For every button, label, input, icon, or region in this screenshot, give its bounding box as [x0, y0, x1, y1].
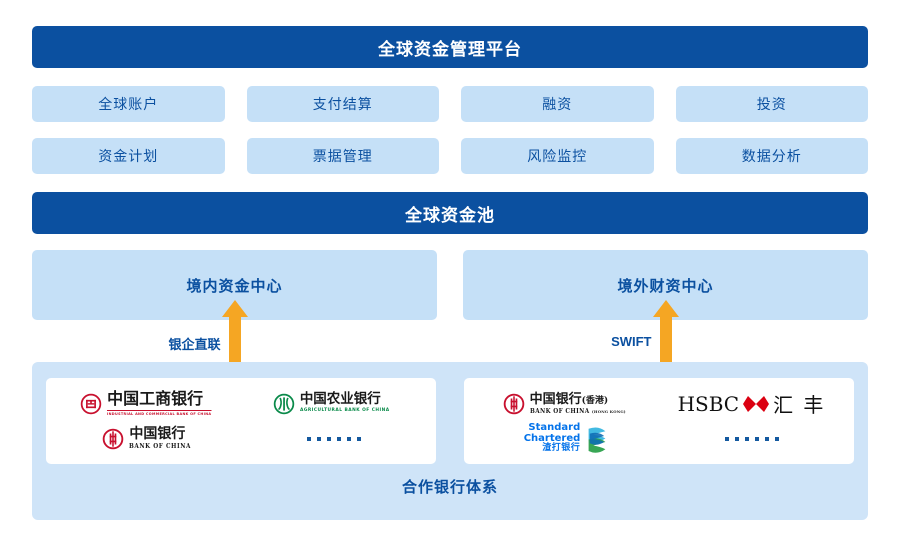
- bank-name-en: BANK OF CHINA: [529, 407, 590, 415]
- double-arrow-icon: [221, 300, 248, 382]
- module-funds-plan[interactable]: 资金计划: [32, 138, 225, 174]
- bank-name-cn: 中国银行: [529, 391, 582, 407]
- pool-title: 全球资金池: [405, 205, 495, 225]
- connector-overseas: SWIFT: [463, 300, 868, 382]
- module-label: 融资: [542, 96, 573, 112]
- module-label: 票据管理: [312, 148, 373, 164]
- module-label: 风险监控: [527, 148, 588, 164]
- bank-logo-standard-chartered[interactable]: Standard Chartered 渣打银行: [474, 421, 659, 456]
- module-label: 数据分析: [741, 148, 802, 164]
- double-arrow-icon: [652, 300, 679, 382]
- boc-emblem-icon: [103, 428, 124, 449]
- overseas-banks-card: 中国银行(香港) BANK OF CHINA (HONG KONG) HSBC: [464, 378, 854, 464]
- bank-logo-bochk[interactable]: 中国银行(香港) BANK OF CHINA (HONG KONG): [474, 386, 659, 421]
- module-investment[interactable]: 投资: [675, 86, 868, 122]
- bank-name-cn: 渣打银行: [542, 443, 581, 454]
- partner-banks-container: 中国工商银行 INDUSTRIAL AND COMMERCIAL BANK OF…: [32, 362, 868, 520]
- bank-name-cn: 中国银行: [129, 426, 186, 442]
- center-label: 境外财资中心: [617, 277, 714, 295]
- banks-row: 中国工商银行 INDUSTRIAL AND COMMERCIAL BANK OF…: [46, 378, 854, 464]
- module-risk-monitoring[interactable]: 风险监控: [461, 138, 654, 174]
- connector-domestic: 银企直联: [32, 300, 437, 382]
- domestic-banks-card: 中国工商银行 INDUSTRIAL AND COMMERCIAL BANK OF…: [46, 378, 436, 464]
- module-bill-management[interactable]: 票据管理: [246, 138, 439, 174]
- global-fund-pool-banner: 全球资金池: [32, 192, 868, 234]
- partner-banks-caption: 合作银行体系: [401, 479, 498, 496]
- bank-name-cn: 中国农业银行: [299, 390, 381, 407]
- hsbc-hexagon-icon: [743, 395, 770, 412]
- platform-title: 全球资金管理平台: [378, 39, 522, 59]
- bank-name-en-line1: Standard: [528, 422, 581, 434]
- bank-logo-abc[interactable]: 中国农业银行 AGRICULTURAL BANK OF CHINA: [241, 386, 426, 421]
- module-global-accounts[interactable]: 全球账户: [32, 86, 225, 122]
- more-domestic-banks: [241, 421, 426, 456]
- connector-row: 银企直联 SWIFT: [32, 300, 868, 382]
- bank-name-en: BANK OF CHINA: [129, 443, 192, 450]
- module-data-analysis[interactable]: 数据分析: [675, 138, 868, 174]
- module-label: 支付结算: [312, 96, 373, 112]
- module-grid: 全球账户 支付结算 融资 投资 资金计划 票据管理 风险监控 数据分析: [32, 86, 868, 174]
- center-label: 境内资金中心: [186, 277, 283, 295]
- centers-row: 境内资金中心 境外财资中心: [32, 250, 868, 320]
- bank-logo-hsbc[interactable]: HSBC 汇 丰: [659, 386, 844, 421]
- bank-name-en-line2: Chartered: [523, 432, 581, 444]
- bank-name-cn-wrap: 中国银行(香港): [530, 393, 631, 406]
- abc-emblem-icon: [273, 393, 295, 414]
- bank-name-cn: 汇 丰: [773, 393, 826, 417]
- bank-name-en: HSBC: [677, 391, 740, 416]
- ellipsis-icon: [724, 436, 779, 441]
- bank-name-en: INDUSTRIAL AND COMMERCIAL BANK OF CHINA: [107, 409, 212, 416]
- standard-chartered-swirl-icon: [588, 426, 606, 453]
- bank-name-cn: 中国工商银行: [107, 388, 204, 408]
- bank-logo-boc[interactable]: 中国银行 BANK OF CHINA: [56, 421, 241, 456]
- bank-name-en-suffix: (HONG KONG): [591, 408, 626, 414]
- connector-label-bank-direct: 银企直联: [168, 337, 221, 352]
- module-label: 投资: [756, 96, 787, 112]
- bochk-emblem-icon: [503, 393, 524, 414]
- platform-banner: 全球资金管理平台: [32, 26, 868, 68]
- bank-name-en-wrap: BANK OF CHINA (HONG KONG): [529, 407, 626, 415]
- module-label: 资金计划: [98, 148, 159, 164]
- bank-logo-icbc[interactable]: 中国工商银行 INDUSTRIAL AND COMMERCIAL BANK OF…: [56, 386, 241, 421]
- more-overseas-banks: [659, 421, 844, 456]
- bank-name-cn-suffix: (香港): [581, 395, 609, 406]
- module-financing[interactable]: 融资: [461, 86, 654, 122]
- bank-name-en: AGRICULTURAL BANK OF CHINA: [299, 408, 390, 414]
- ellipsis-icon: [306, 436, 361, 441]
- module-payment-settlement[interactable]: 支付结算: [246, 86, 439, 122]
- icbc-emblem-icon: [80, 393, 102, 414]
- connector-label-swift: SWIFT: [611, 334, 652, 349]
- module-label: 全球账户: [98, 96, 159, 112]
